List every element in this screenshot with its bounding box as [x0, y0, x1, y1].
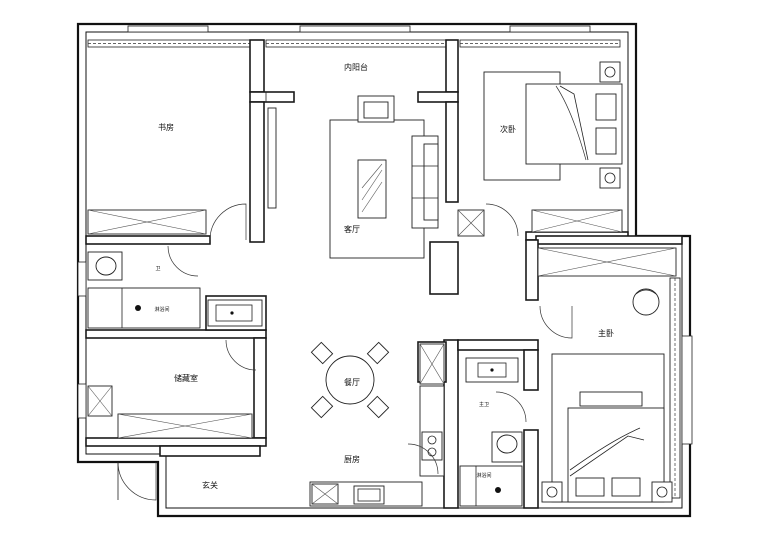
dining-table [325, 355, 375, 405]
bath-small-label: 卫 [155, 266, 160, 272]
dining-area: 餐厅 [310, 341, 390, 419]
nightstand [541, 481, 563, 503]
kitchen-door [407, 443, 439, 475]
master-bedroom-label: 主卧 [598, 328, 614, 338]
bath-master-label: 主卫 [479, 401, 489, 408]
study-label: 书房 [158, 122, 174, 132]
entry: 玄关 [117, 461, 218, 501]
storage-label: 储藏室 [174, 373, 198, 383]
second-bedroom: 次卧 [457, 61, 623, 237]
entry-label: 玄关 [202, 480, 218, 490]
bench [579, 391, 643, 407]
outer-walls [76, 22, 692, 518]
kitchen: 厨房 [309, 343, 445, 507]
master-shower [459, 465, 523, 507]
second-bedroom-label: 次卧 [500, 124, 516, 134]
nightstand [599, 61, 621, 83]
study-room: 书房 [87, 107, 277, 241]
dining-label: 餐厅 [344, 378, 360, 387]
living-label: 客厅 [344, 224, 360, 234]
kitchen-counter [419, 385, 445, 477]
vanity [207, 299, 263, 327]
nightstand [599, 167, 621, 189]
shower-area [87, 287, 201, 329]
top-windows [87, 25, 621, 48]
study-sliding-door [267, 107, 277, 209]
cooktop [421, 431, 443, 461]
dining-chair [310, 341, 390, 419]
kitchen-label: 厨房 [344, 454, 360, 464]
nightstand [651, 481, 673, 503]
pillow [595, 127, 617, 155]
shower-master-label: 淋浴间 [476, 472, 491, 479]
kitchen-sink [353, 485, 385, 505]
pillow [611, 477, 641, 497]
pillow [575, 477, 605, 497]
master-bathroom: 主卫 淋浴间 [459, 357, 527, 507]
pillow [595, 93, 617, 121]
armchair-round [632, 288, 660, 316]
master-bedroom: 主卧 [537, 247, 693, 503]
coffee-table [357, 159, 387, 219]
balcony-label: 内阳台 [344, 62, 368, 72]
shower-small-label: 淋浴间 [154, 306, 169, 313]
bathroom-small: 卫 淋浴间 [77, 245, 263, 329]
interior-walls [85, 39, 683, 509]
storage-room: 储藏室 [77, 339, 257, 439]
living-room: 客厅 [329, 95, 439, 259]
